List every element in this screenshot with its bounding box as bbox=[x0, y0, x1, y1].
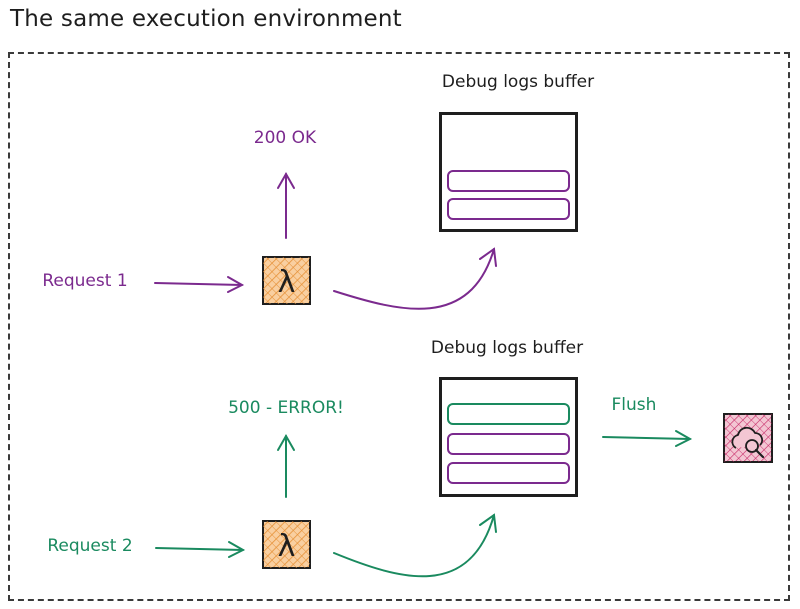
top-log-entry bbox=[447, 170, 570, 192]
top-log-entry bbox=[447, 198, 570, 220]
bottom-request-arrow bbox=[155, 541, 246, 558]
bottom-log-entry bbox=[447, 403, 570, 425]
lambda-icon: λ bbox=[262, 256, 311, 305]
flush-arrow bbox=[602, 430, 693, 447]
execution-environment-frame bbox=[8, 52, 790, 601]
lambda-icon: λ bbox=[262, 520, 311, 569]
bottom-debug-logs-buffer bbox=[439, 377, 578, 497]
bottom-response-label: 500 - ERROR! bbox=[228, 398, 344, 418]
cloud-search-icon bbox=[723, 413, 773, 463]
bottom-request-label: Request 2 bbox=[47, 536, 132, 556]
top-request-label: Request 1 bbox=[42, 271, 127, 291]
top-log-write-arrow bbox=[333, 247, 497, 310]
top-response-arrow bbox=[277, 171, 295, 239]
bottom-log-write-arrow bbox=[333, 513, 497, 578]
top-response-label: 200 OK bbox=[254, 128, 317, 148]
svg-text:λ: λ bbox=[278, 529, 296, 564]
top-buffer-label: Debug logs buffer bbox=[442, 72, 594, 92]
bottom-buffer-label: Debug logs buffer bbox=[431, 338, 583, 358]
top-request-arrow bbox=[154, 276, 245, 293]
top-debug-logs-buffer bbox=[439, 112, 578, 232]
diagram-title: The same execution environment bbox=[10, 6, 402, 32]
bottom-log-entry bbox=[447, 462, 570, 484]
bottom-response-arrow bbox=[277, 433, 295, 498]
svg-text:λ: λ bbox=[278, 265, 296, 300]
flush-label: Flush bbox=[612, 395, 657, 415]
bottom-log-entry bbox=[447, 433, 570, 455]
